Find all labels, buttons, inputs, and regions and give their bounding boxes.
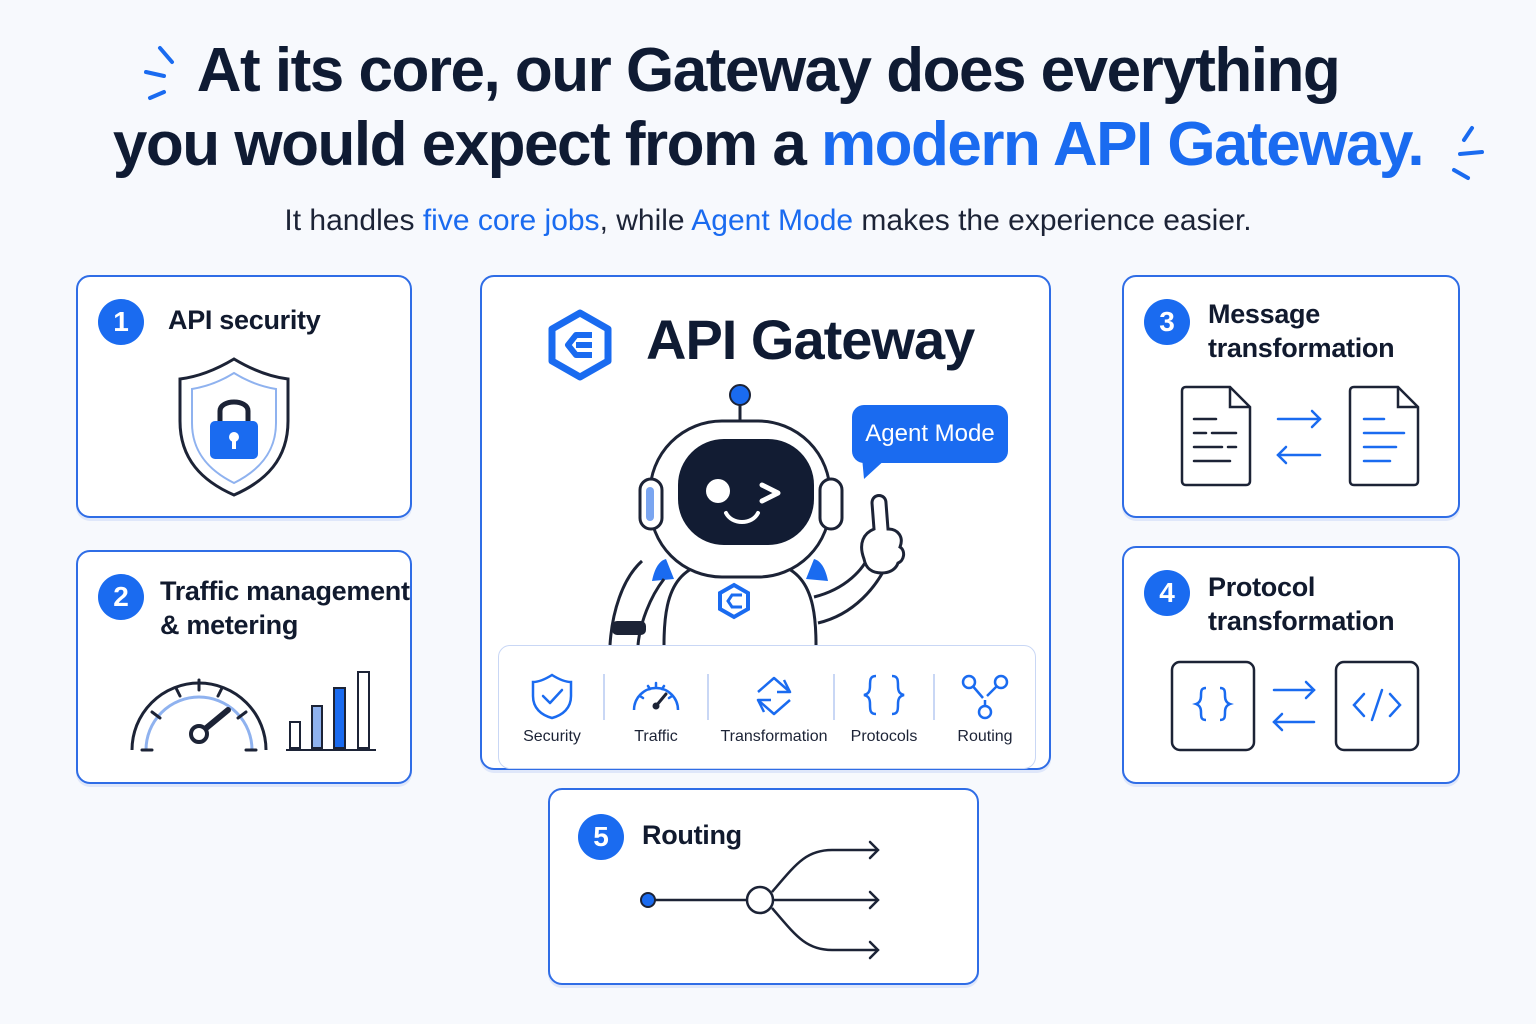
subline-text-1: It handles: [284, 204, 423, 237]
agent-mode-badge: Agent Mode: [852, 405, 1008, 463]
card-title: Traffic management & metering: [160, 574, 410, 642]
card-number-badge: 1: [98, 299, 144, 345]
feature-traffic: Traffic: [611, 646, 701, 770]
subline-accent-1: five core jobs: [422, 204, 600, 237]
feature-strip: Security Traffic: [498, 645, 1036, 769]
api-gateway-panel: API Gateway Agent Mode: [480, 275, 1051, 770]
card-number-badge: 3: [1144, 299, 1190, 345]
card-title-line-2: & metering: [160, 610, 299, 640]
card-title-line-1: Protocol: [1208, 572, 1316, 602]
divider: [603, 674, 605, 720]
shield-lock-icon: [178, 357, 290, 497]
gateway-logo-icon: [548, 309, 612, 381]
refresh-icon: [756, 676, 792, 716]
card-title-line-1: Traffic management: [160, 576, 410, 606]
gateway-title: API Gateway: [646, 308, 975, 371]
gauge-icon: [632, 681, 680, 711]
card-api-security: 1 API security: [76, 275, 412, 518]
routing-fork-icon: [640, 840, 880, 960]
feature-label: Transformation: [720, 728, 828, 745]
braces-icon: [863, 674, 905, 716]
headline-line-2: you would expect from a modern API Gatew…: [0, 108, 1536, 182]
feature-routing: Routing: [939, 646, 1031, 770]
subline-accent-2: Agent Mode: [691, 204, 854, 237]
sparkle-left-icon: [144, 46, 174, 100]
feature-security: Security: [507, 646, 597, 770]
card-traffic-management: 2 Traffic management & metering: [76, 550, 412, 784]
bubble-tail-icon: [862, 457, 888, 479]
divider: [707, 674, 709, 720]
card-protocol-transformation: 4 Protocol transformation: [1122, 546, 1460, 784]
subline-text-2: , while: [599, 204, 692, 237]
headline-line-2-prefix: you would expect from a: [112, 110, 822, 179]
divider: [833, 674, 835, 720]
card-number-badge: 4: [1144, 570, 1190, 616]
card-title-line-2: transformation: [1208, 606, 1395, 636]
share-nodes-icon: [961, 674, 1009, 720]
card-title-line-2: transformation: [1208, 333, 1395, 363]
shield-check-icon: [531, 673, 573, 720]
subline-text-3: makes the experience easier.: [853, 204, 1252, 237]
card-title: Routing: [642, 820, 742, 850]
card-number-badge: 5: [578, 814, 624, 860]
divider: [933, 674, 935, 720]
feature-label: Traffic: [634, 728, 678, 745]
headline: At its core, our Gateway does everything…: [0, 34, 1536, 182]
code-exchange-icon: [1170, 660, 1420, 752]
document-exchange-icon: [1180, 385, 1420, 487]
feature-label: Routing: [957, 728, 1013, 745]
card-title: API security: [168, 305, 321, 335]
feature-protocols: Protocols: [839, 646, 929, 770]
card-routing: 5 Routing: [548, 788, 979, 985]
feature-label: Security: [523, 728, 581, 745]
speedometer-icon: [130, 678, 268, 752]
headline-accent: modern API Gateway.: [821, 110, 1425, 179]
card-title: Protocol transformation: [1208, 570, 1395, 638]
subheadline: It handles five core jobs, while Agent M…: [0, 204, 1536, 238]
card-message-transformation: 3 Message transformation: [1122, 275, 1460, 518]
feature-transformation: Transformation: [711, 646, 837, 770]
bar-chart-icon: [286, 671, 376, 751]
sparkle-right-icon: [1452, 126, 1484, 180]
feature-label: Protocols: [850, 728, 918, 745]
robot-mascot-icon: [608, 384, 906, 645]
card-number-badge: 2: [98, 574, 144, 620]
card-title: Message transformation: [1208, 297, 1395, 365]
headline-line-1: At its core, our Gateway does everything: [196, 36, 1341, 105]
card-title-line-1: Message: [1208, 299, 1320, 329]
